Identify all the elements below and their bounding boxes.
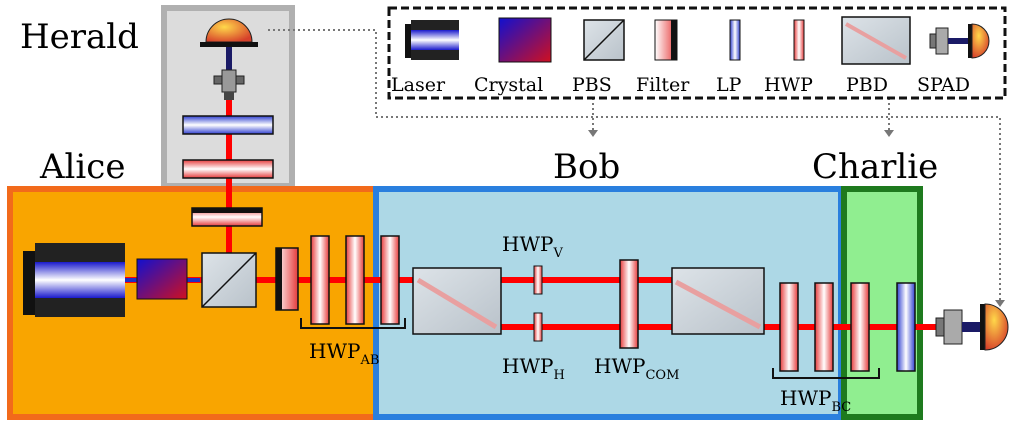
legend-hwp-label: HWP xyxy=(764,74,813,96)
alice-label: Alice xyxy=(39,147,125,187)
bc-hwp-3 xyxy=(850,282,870,372)
legend-lp-label: LP xyxy=(716,74,742,96)
legend-spad-label: SPAD xyxy=(917,74,970,96)
alice-filter xyxy=(275,247,299,311)
hwp-v-label: HWPV xyxy=(502,232,563,261)
legend-crystal-label: Crystal xyxy=(474,74,543,96)
hwp-com-label: HWPCOM xyxy=(594,354,679,383)
charlie-label: Charlie xyxy=(812,147,938,187)
legend-laser-label: Laser xyxy=(391,74,446,96)
legend-laser-icon xyxy=(405,20,459,60)
bob-label: Bob xyxy=(553,147,620,187)
legend-pbd-label: PBD xyxy=(846,74,888,96)
legend-filter-label: Filter xyxy=(636,74,690,96)
crystal-icon xyxy=(136,258,188,300)
alice-hwp-2 xyxy=(345,235,365,325)
herald-lp xyxy=(182,115,274,135)
hwp-ab-label: HWPAB xyxy=(309,339,379,368)
charlie-lp xyxy=(896,282,916,372)
legend-spad-icon xyxy=(929,23,990,59)
hwp-com xyxy=(619,259,639,349)
legend-pbd-icon xyxy=(841,16,911,65)
dotted-connectors xyxy=(268,29,1001,300)
laser-icon xyxy=(23,243,125,317)
legend-hwp-icon xyxy=(793,19,805,61)
hwp-v xyxy=(533,265,543,295)
charlie-coupler-icon xyxy=(935,309,980,345)
legend-lp-icon xyxy=(729,19,741,61)
pbd-2 xyxy=(671,267,765,335)
hwp-h xyxy=(533,312,543,342)
herald-hwp xyxy=(182,159,274,179)
hwp-h-label: HWPH xyxy=(502,354,565,383)
bc-hwp-1 xyxy=(779,282,799,372)
legend-crystal-icon xyxy=(498,17,552,63)
bracket-hwp-bc xyxy=(772,368,880,379)
pbs-icon xyxy=(201,252,257,308)
hwp-bc-label: HWPBC xyxy=(780,386,851,415)
bracket-hwp-ab xyxy=(300,318,406,329)
herald-label: Herald xyxy=(20,17,139,57)
bc-hwp-2 xyxy=(814,282,834,372)
legend-pbs-icon xyxy=(583,19,625,61)
herald-spad-icon xyxy=(200,18,258,73)
pbd-1 xyxy=(412,267,502,335)
alice-hwp-1 xyxy=(310,235,330,325)
herald-coupler-icon xyxy=(213,69,245,100)
alice-filter-vertical xyxy=(191,207,263,227)
alice-hwp-3 xyxy=(380,235,400,325)
legend-filter-icon xyxy=(654,19,678,61)
charlie-spad-icon xyxy=(980,303,1009,351)
legend-pbs-label: PBS xyxy=(572,74,612,96)
